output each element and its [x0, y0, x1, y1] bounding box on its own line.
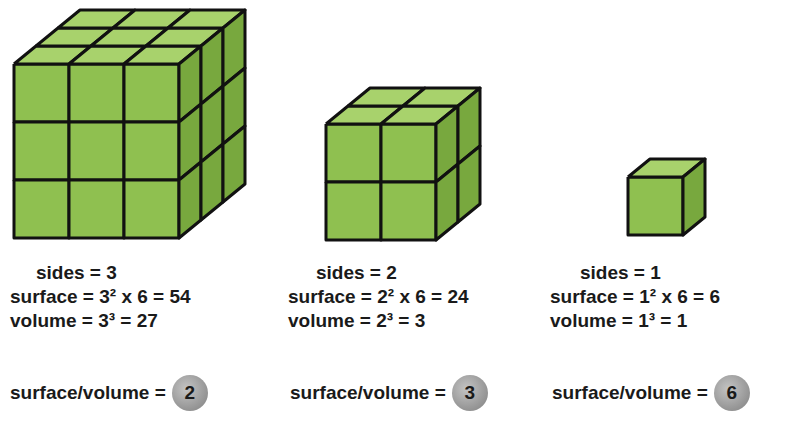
cube-face	[14, 180, 69, 238]
ratio-circle: 6	[714, 375, 750, 411]
ratio-label: surface/volume =	[552, 382, 708, 405]
cube-face	[381, 182, 436, 240]
formula-label: sides = 3	[36, 262, 117, 285]
formula-label: surface = 2² x 6 = 24	[288, 286, 469, 309]
cube-face	[326, 124, 381, 182]
cube-face	[179, 162, 201, 238]
cube-face	[69, 180, 124, 238]
cube-face	[124, 180, 179, 238]
ratio-label: surface/volume =	[10, 382, 166, 405]
cube-three	[14, 10, 245, 238]
formula-label: surface = 1² x 6 = 6	[550, 286, 720, 309]
cube-face	[14, 64, 69, 122]
cube-two	[326, 88, 480, 240]
formula-label: surface = 3² x 6 = 54	[10, 286, 191, 309]
cube-face	[69, 64, 124, 122]
ratio-value: 6	[726, 382, 737, 404]
ratio-value: 3	[464, 382, 475, 404]
ratio-label: surface/volume =	[290, 382, 446, 405]
formula-label: sides = 2	[316, 262, 397, 285]
cube-face	[124, 122, 179, 180]
cube-face	[381, 124, 436, 182]
ratio-circle: 2	[172, 375, 208, 411]
cube-face	[124, 64, 179, 122]
formula-label: volume = 2³ = 3	[288, 310, 425, 333]
ratio-circle: 3	[452, 375, 488, 411]
cube-face	[628, 177, 683, 235]
cube-face	[436, 164, 458, 240]
formula-label: volume = 1³ = 1	[550, 310, 687, 333]
formula-label: sides = 1	[580, 262, 661, 285]
formula-label: volume = 3³ = 27	[10, 310, 158, 333]
cube-one	[628, 159, 705, 235]
cube-face	[683, 159, 705, 235]
ratio-value: 2	[184, 382, 195, 404]
cube-face	[69, 122, 124, 180]
cube-face	[458, 146, 480, 222]
cube-face	[201, 144, 223, 220]
cube-face	[14, 122, 69, 180]
cube-face	[326, 182, 381, 240]
cube-face	[223, 126, 245, 202]
